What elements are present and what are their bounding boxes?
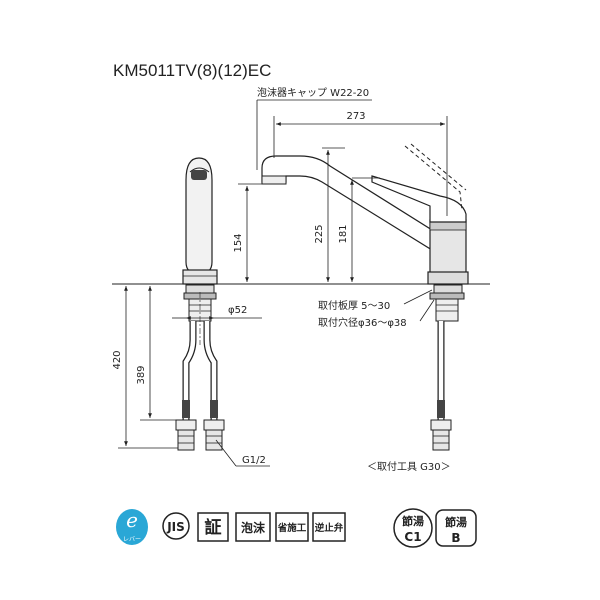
certified-badge: 証: [197, 512, 229, 542]
svg-text:273: 273: [346, 111, 365, 122]
svg-text:JIS: JIS: [166, 520, 185, 534]
labor-saving-badge: 省施工: [275, 512, 309, 542]
fitting-left: [175, 419, 197, 431]
eco-lever-logo: e レバー: [116, 508, 148, 545]
svg-text:C1: C1: [404, 530, 421, 544]
dim-154: 154: [233, 183, 262, 282]
svg-text:420: 420: [112, 350, 123, 369]
svg-text:G1/2: G1/2: [242, 455, 266, 466]
plate-thickness: 取付板厚 5～30: [318, 299, 390, 312]
svg-text:e: e: [126, 508, 138, 532]
dim-420: 420: [112, 286, 178, 449]
svg-text:B: B: [451, 531, 460, 545]
svg-text:389: 389: [136, 365, 147, 384]
water-saving-b-badge: 節湯 B: [435, 509, 477, 547]
install-tool: ＜取付工具 G30＞: [367, 460, 451, 473]
svg-text:225: 225: [314, 224, 325, 243]
svg-text:証: 証: [205, 517, 222, 538]
svg-text:節湯: 節湯: [445, 515, 467, 529]
svg-text:節湯: 節湯: [402, 514, 424, 528]
side-view: [175, 157, 225, 451]
front-lever: [371, 175, 467, 223]
dim-phi52: φ52: [172, 305, 262, 320]
aerator-tip: [261, 175, 287, 185]
svg-text:φ52: φ52: [228, 305, 247, 316]
side-lever-dark-top: [191, 170, 207, 180]
dim-181: 181: [338, 177, 380, 282]
svg-text:154: 154: [233, 233, 244, 252]
svg-text:省施工: 省施工: [277, 522, 307, 534]
g12-callout: G1/2: [215, 439, 270, 467]
side-shank: [185, 284, 215, 294]
foam-badge: 泡沫: [235, 512, 271, 542]
side-body-base: [182, 269, 218, 285]
check-valve-badge: 逆止弁: [312, 512, 346, 542]
dim-389: 389: [136, 286, 178, 421]
svg-text:181: 181: [338, 224, 349, 243]
mounting-notes: 取付板厚 5～30 取付穴径φ36～φ38 ＜取付工具 G30＞: [318, 289, 451, 473]
svg-text:泡沫: 泡沫: [241, 520, 266, 535]
hole-diameter: 取付穴径φ36～φ38: [318, 316, 407, 329]
front-view: [261, 143, 469, 451]
dim-273: 273: [273, 111, 448, 216]
aerator-callout: 泡沫器キャップ W22-20: [256, 86, 372, 170]
dim-225: 225: [314, 147, 345, 282]
water-saving-c1-badge: 節湯 C1: [393, 508, 433, 548]
svg-text:逆止弁: 逆止弁: [315, 522, 344, 534]
model-title: KM5011TV(8)(12)EC: [113, 61, 271, 80]
front-lever-raised: [404, 145, 463, 211]
svg-text:レバー: レバー: [123, 536, 141, 543]
spout: [261, 155, 433, 252]
svg-text:泡沫器キャップ W22-20: 泡沫器キャップ W22-20: [257, 86, 369, 99]
fitting-right: [203, 419, 225, 431]
jis-badge: JIS: [162, 512, 190, 540]
